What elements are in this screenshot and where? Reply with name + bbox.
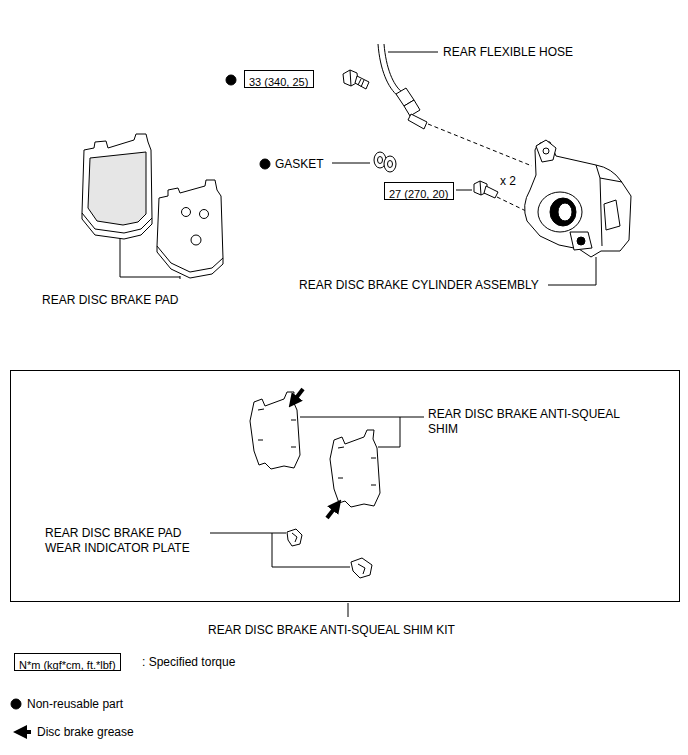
brake-pad xyxy=(82,134,152,239)
legend-text: Non-reusable part xyxy=(27,697,123,711)
kit-title: REAR DISC BRAKE ANTI-SQUEAL SHIM KIT xyxy=(208,623,455,637)
bleeder-hole xyxy=(543,148,549,154)
part-name: REAR DISC BRAKE CYLINDER ASSEMBLY xyxy=(299,278,539,293)
quantity: x 2 xyxy=(500,174,516,189)
bolt-shank xyxy=(355,76,369,89)
wear-indicator-plate xyxy=(287,529,302,546)
gasket-hole xyxy=(378,157,383,164)
leader-line xyxy=(348,603,349,617)
part-name: REAR DISC BRAKE PAD WEAR INDICATOR PLATE xyxy=(45,526,205,556)
pad-backing xyxy=(157,180,223,272)
caliper-edge xyxy=(600,178,602,246)
indicator-bend xyxy=(292,533,297,542)
cylinder-bore xyxy=(538,192,582,232)
shim-plate xyxy=(250,392,300,469)
leader-line xyxy=(120,238,180,277)
brake-pad xyxy=(157,180,223,278)
gasket xyxy=(374,152,396,172)
grease-arrow xyxy=(293,389,303,402)
anti-squeal-shim xyxy=(250,392,300,469)
non-reusable-dot xyxy=(260,159,270,169)
anti-squeal-shim xyxy=(330,430,380,507)
union-bolt xyxy=(343,70,369,89)
torque-value: 27 (270, 20) xyxy=(389,187,448,201)
assembly-line xyxy=(497,197,526,211)
pad-lining xyxy=(88,152,146,225)
torque-value: N*m (kgf*cm, ft.*lbf) xyxy=(19,658,116,672)
grease-arrow xyxy=(327,505,337,518)
pad-edge xyxy=(157,246,223,278)
leader-line xyxy=(300,417,424,447)
shim-plate xyxy=(330,430,380,507)
pad-edge xyxy=(82,213,152,239)
torque-box: 27 (270, 20) xyxy=(384,182,454,200)
brake-cylinder xyxy=(525,140,631,257)
leader-line xyxy=(210,533,350,567)
shim-tab xyxy=(258,409,296,447)
leader-line xyxy=(548,257,596,285)
wear-indicator-plate xyxy=(351,558,372,578)
gasket-ring xyxy=(384,156,396,172)
leader-line xyxy=(456,190,472,191)
leader-line xyxy=(180,277,181,279)
mounting-bolt xyxy=(474,181,498,198)
piston xyxy=(550,198,576,226)
kit-frame: REAR DISC BRAKE ANTI-SQUEAL SHIM KIT xyxy=(10,370,680,602)
assembly-line xyxy=(428,124,532,166)
indicator-clip xyxy=(351,558,372,578)
bolt-thread xyxy=(358,79,364,87)
bleeder-boss xyxy=(536,140,556,162)
part-name: REAR FLEXIBLE HOSE xyxy=(443,45,573,60)
hose-line xyxy=(384,44,402,92)
part-name: REAR DISC BRAKE ANTI-SQUEAL SHIM xyxy=(428,407,633,437)
bolt-edge xyxy=(480,181,481,195)
indicator-clip xyxy=(287,529,302,546)
shim-hole xyxy=(200,210,209,219)
leader-line xyxy=(332,163,370,164)
legend-arrow xyxy=(20,730,31,734)
legend-text: : Specified torque xyxy=(142,655,235,669)
caliper-window xyxy=(604,200,620,230)
flexible-hose xyxy=(378,44,427,129)
bolt-edge xyxy=(350,70,351,86)
torque-value: 33 (340, 25) xyxy=(249,75,308,89)
gasket-hole xyxy=(388,161,393,168)
legend-text: Disc brake grease xyxy=(37,725,134,739)
piston-face xyxy=(558,203,572,221)
shim-hole xyxy=(182,208,191,217)
shim-tab xyxy=(338,447,376,485)
indicator-bend xyxy=(358,564,365,574)
hose-nut xyxy=(404,100,420,116)
part-name: REAR DISC BRAKE PAD xyxy=(42,293,178,308)
pad-backing xyxy=(82,134,152,233)
hose-tube-end xyxy=(408,114,427,129)
mounting-hole xyxy=(577,237,585,245)
leader-line xyxy=(388,52,438,53)
torque-box: 33 (340, 25) xyxy=(244,70,314,88)
non-reusable-dot xyxy=(226,75,236,85)
part-name: GASKET xyxy=(275,157,324,172)
shim-hole xyxy=(191,235,201,245)
legend-dot xyxy=(11,699,21,709)
legend-torque-box: N*m (kgf*cm, ft.*lbf) xyxy=(14,653,121,671)
mounting-ear xyxy=(570,232,592,250)
bolt-shank xyxy=(484,186,498,198)
